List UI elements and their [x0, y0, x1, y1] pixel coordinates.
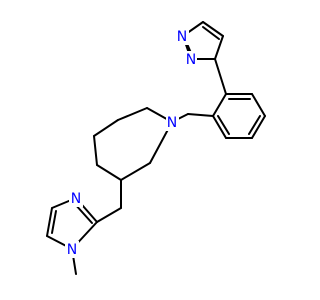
- atom-n-imidazole-1: N: [65, 241, 79, 258]
- atom-n-imidazole-3: N: [69, 190, 83, 207]
- bond: [202, 21, 224, 37]
- bond: [51, 210, 57, 234]
- atom-label: N: [177, 29, 187, 45]
- bond: [251, 115, 266, 139]
- bond-pyrazole-benzene: [214, 58, 227, 95]
- bond: [46, 207, 53, 237]
- bond: [93, 119, 119, 137]
- bond: [120, 162, 151, 181]
- bond: [248, 115, 261, 135]
- benzene-ring: [212, 93, 266, 139]
- atom-label: N: [67, 242, 77, 258]
- bond-benzene-ch2: [187, 113, 214, 117]
- bond: [251, 93, 266, 117]
- atom-label: N: [186, 52, 196, 68]
- atom-label: N: [71, 191, 81, 207]
- bond: [217, 115, 230, 135]
- atom-n-pyrazole-2: N: [175, 28, 189, 45]
- bond: [202, 26, 220, 40]
- molecule-structure-diagram: N N N N N: [46, 21, 266, 275]
- atom-n-piperidine: N: [166, 114, 179, 131]
- bond: [117, 107, 148, 121]
- bond-ch2-imidazole: [96, 207, 122, 223]
- atom-label: N: [167, 115, 177, 131]
- atom-n-pyrazole-1: N: [184, 51, 197, 68]
- bond: [93, 135, 98, 166]
- piperidine-ring: [93, 107, 173, 181]
- bond: [212, 115, 227, 139]
- bond: [212, 93, 227, 117]
- bond: [214, 35, 224, 60]
- bond: [96, 164, 122, 181]
